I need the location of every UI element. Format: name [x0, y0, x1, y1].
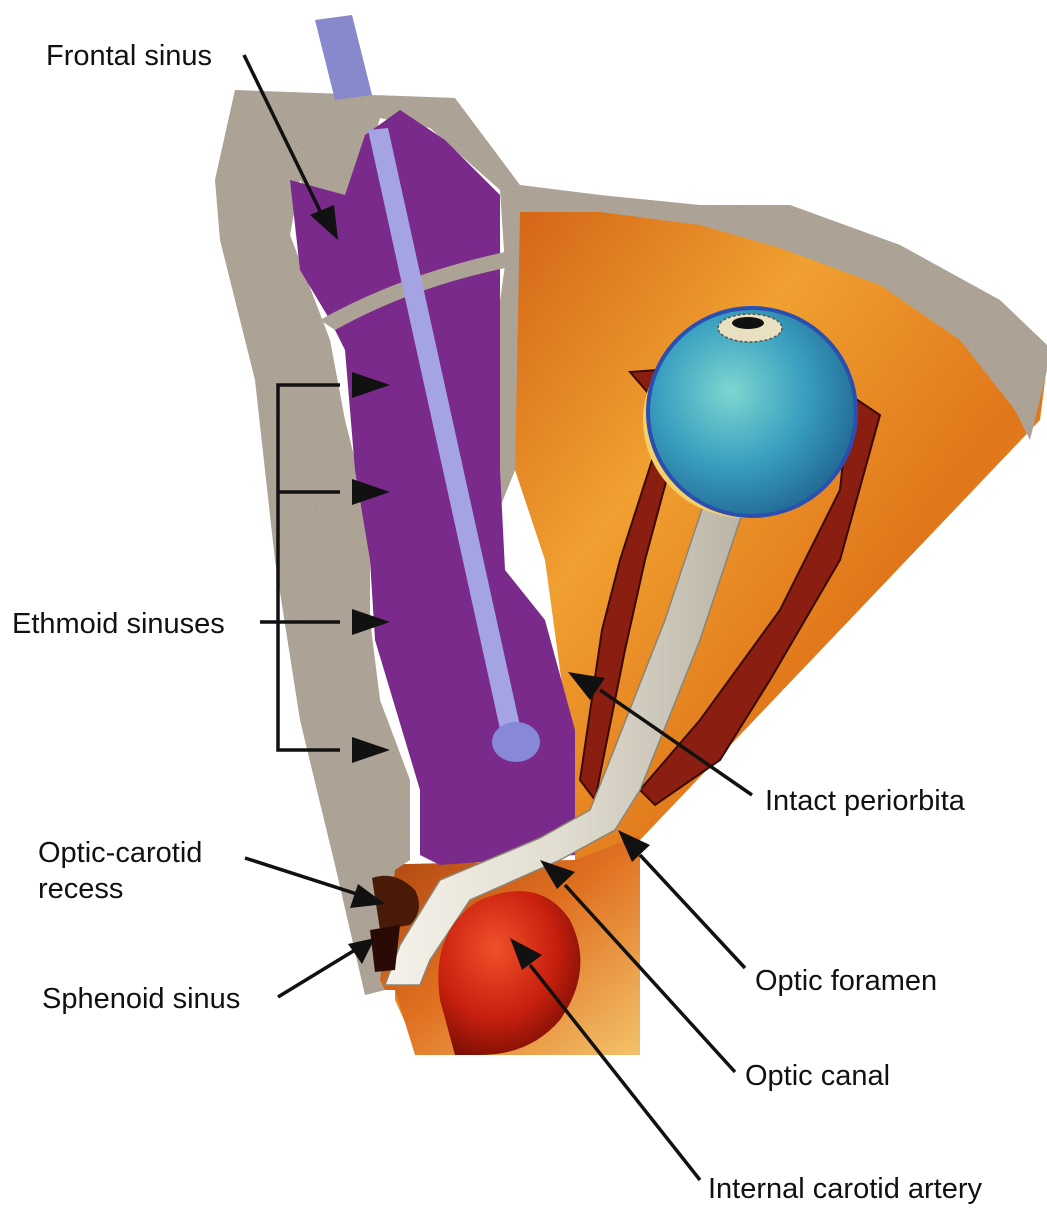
label-frontal-sinus: Frontal sinus: [46, 40, 212, 72]
label-optic-canal: Optic canal: [745, 1060, 890, 1092]
instrument-tip: [492, 722, 540, 762]
label-ethmoid-sinuses: Ethmoid sinuses: [12, 608, 225, 640]
label-intact-periorbita: Intact periorbita: [765, 785, 966, 817]
label-sphenoid-sinus: Sphenoid sinus: [42, 983, 240, 1015]
sphenoid-dark-wall: [370, 925, 400, 972]
label-optic-foramen: Optic foramen: [755, 965, 937, 997]
pupil: [732, 317, 764, 329]
label-internal-carotid-artery: Internal carotid artery: [708, 1173, 983, 1205]
label-optic-carotid-recess-1: Optic-carotid: [38, 837, 202, 869]
instrument-shaft-top: [315, 15, 372, 100]
label-optic-carotid-recess-2: recess: [38, 873, 123, 905]
